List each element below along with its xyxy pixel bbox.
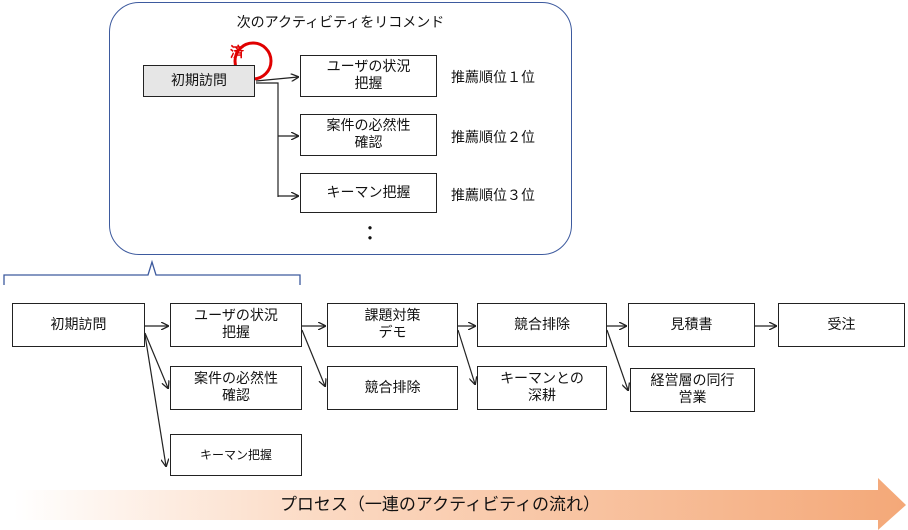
flow-user-line1: ユーザの状況 xyxy=(194,308,278,324)
flow-compete-low[interactable]: 競合排除 xyxy=(327,366,458,410)
flow-compete-top-label: 競合排除 xyxy=(514,316,570,333)
flow-necessity[interactable]: 案件の必然性 確認 xyxy=(170,366,302,410)
flow-deep-line2: 深耕 xyxy=(528,388,556,404)
process-arrow xyxy=(14,478,906,530)
flow-deep-line1: キーマンとの xyxy=(500,371,584,387)
flow-compete-top[interactable]: 競合排除 xyxy=(477,303,607,347)
panel-rec-3[interactable]: キーマン把握 xyxy=(300,173,437,213)
panel-rec-2-line2: 確認 xyxy=(354,135,383,151)
flow-estimate[interactable]: 見積書 xyxy=(628,303,755,347)
recommendation-panel: 次のアクティビティをリコメンド xyxy=(109,2,572,255)
flow-order[interactable]: 受注 xyxy=(778,303,905,347)
flow-connectors xyxy=(144,326,776,466)
continuation-dots: ・ ・ xyxy=(362,219,379,248)
process-label: プロセス（一連のアクティビティの流れ） xyxy=(279,495,601,515)
flow-mgmt-line2: 営業 xyxy=(678,390,707,406)
done-mark: 済 xyxy=(230,45,244,61)
flow-demo-line1: 課題対策 xyxy=(364,308,421,324)
flow-demo[interactable]: 課題対策 デモ xyxy=(327,303,458,347)
panel-connectors xyxy=(255,77,298,197)
panel-rec-2[interactable]: 案件の必然性 確認 xyxy=(300,114,437,156)
flow-keyman[interactable]: キーマン把握 xyxy=(170,434,302,476)
panel-rec-3-label: キーマン把握 xyxy=(326,184,411,201)
flow-mgmt-line1: 経営層の同行 xyxy=(650,373,735,389)
flow-initial-visit-label: 初期訪問 xyxy=(50,316,107,333)
panel-rec-1[interactable]: ユーザの状況 把握 xyxy=(300,55,437,97)
flow-need-line2: 確認 xyxy=(222,388,250,404)
panel-rec-1-line1: ユーザの状況 xyxy=(326,59,411,75)
flow-estimate-label: 見積書 xyxy=(670,316,713,333)
panel-rank-3: 推薦順位３位 xyxy=(451,188,535,204)
flow-management[interactable]: 経営層の同行 営業 xyxy=(630,368,755,412)
flow-need-line1: 案件の必然性 xyxy=(194,371,278,387)
panel-rec-1-line2: 把握 xyxy=(354,76,383,92)
panel-initial-visit[interactable]: 初期訪問 xyxy=(143,65,255,97)
flow-keyman-label: キーマン把握 xyxy=(199,447,272,462)
panel-rank-2: 推薦順位２位 xyxy=(451,130,535,146)
flow-order-label: 受注 xyxy=(827,316,856,333)
brace xyxy=(3,259,301,285)
flow-user-line2: 把握 xyxy=(221,325,250,341)
panel-rank-1: 推薦順位１位 xyxy=(451,70,535,86)
flow-user-situation[interactable]: ユーザの状況 把握 xyxy=(170,303,302,347)
flow-demo-line2: デモ xyxy=(378,325,407,341)
panel-title: 次のアクティビティをリコメンド xyxy=(236,15,445,31)
flow-compete-low-label: 競合排除 xyxy=(364,379,421,396)
panel-rec-2-line1: 案件の必然性 xyxy=(326,118,411,134)
flow-initial-visit[interactable]: 初期訪問 xyxy=(12,303,145,347)
panel-initial-visit-label: 初期訪問 xyxy=(171,72,227,89)
flow-deep[interactable]: キーマンとの 深耕 xyxy=(477,366,607,410)
